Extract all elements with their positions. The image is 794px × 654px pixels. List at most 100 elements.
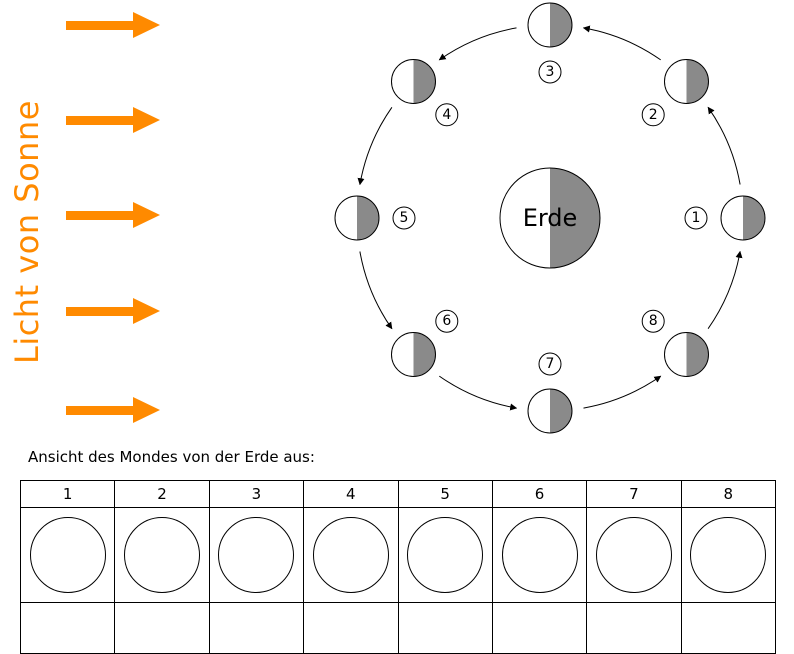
table-circle-cell [586,507,682,603]
moon-view-circle [690,517,767,593]
sun-ray-arrowhead-icon [133,298,160,324]
sun-ray-arrow [66,298,160,324]
moon-shaded-half [357,196,379,240]
table-header-cell: 3 [208,480,305,508]
table-header-cell: 6 [491,480,588,508]
orbit-arrow [582,25,661,61]
sun-ray-arrowhead-icon [133,107,160,133]
table-header-cell: 5 [397,480,493,508]
moon-number-label: 3 [546,64,555,80]
moon-position-1: 1 [684,195,766,241]
moon-number-label: 7 [546,356,555,372]
table-header-row: 1 2 3 4 5 6 7 8 [19,480,777,508]
table-answer-cell [397,602,493,654]
moon-view-circle [218,517,295,593]
table-header-cell: 2 [114,480,210,508]
sun-ray-arrow [66,397,160,423]
moon-number-badge [538,60,562,84]
table-circle-row [19,507,777,603]
moon-number-label: 5 [400,210,409,226]
orbit-arrow [707,106,741,185]
sun-ray-arrow [66,12,160,38]
table-answer-cell [208,602,305,654]
moon-circle [527,2,573,48]
sun-ray-shaft [66,115,133,125]
orbit-arrow [438,27,517,61]
table-answer-cell [114,602,210,654]
moon-circle [527,388,573,434]
table-circle-cell [208,507,305,603]
earth-label: Erde [523,204,578,232]
sun-ray-arrowhead-icon [133,12,160,38]
moon-position-8: 8 [641,309,709,377]
moon-number-badge [684,206,708,230]
moon-circle [720,195,766,241]
sun-ray-arrowhead-icon [133,397,160,423]
table-circle-cell [303,507,399,603]
table-answer-cell [19,602,116,654]
moon-shaded-half [686,59,709,104]
moon-number-badge [435,103,459,127]
sun-ray-shaft [66,20,133,30]
sun-ray-arrow [66,107,160,133]
moon-number-label: 8 [649,313,658,329]
moon-number-badge [392,206,416,230]
moon-circle [664,332,709,377]
table-circle-cell [397,507,493,603]
table-answer-row [19,602,777,654]
table-circle-cell [114,507,210,603]
moon-shaded-half [550,3,572,47]
moon-position-4: 4 [391,59,459,127]
sun-ray-arrowhead-icon [133,202,160,228]
orbit-arrow [439,375,518,411]
moon-number-label: 6 [442,313,451,329]
moon-position-2: 2 [641,59,709,127]
moon-view-table: 1 2 3 4 5 6 7 8 [19,480,777,654]
moon-view-circle [124,517,201,593]
moon-position-3: 3 [527,2,573,84]
table-answer-cell [491,602,588,654]
moon-view-circle [501,517,578,593]
moon-number-badge [641,103,665,127]
moon-shaded-half [413,59,436,104]
table-header-cell: 4 [303,480,399,508]
moon-number-badge [641,309,665,333]
table-answer-cell [680,602,777,654]
moon-number-label: 2 [649,107,658,123]
table-circle-cell [19,507,116,603]
moon-circle [391,59,436,104]
table-header-cell: 7 [586,480,682,508]
moon-circle [391,332,436,377]
moon-shaded-half [743,196,765,240]
table-header-cell: 1 [19,480,116,508]
sun-ray-shaft [66,210,133,220]
moon-view-circle [312,517,389,593]
sun-ray-shaft [66,306,133,316]
moon-shaded-half [550,389,572,433]
moon-position-5: 5 [334,195,416,241]
moon-number-badge [538,352,562,376]
orbit-arrow [359,251,393,330]
table-circle-cell [491,507,588,603]
moon-view-circle [595,517,672,593]
moon-number-badge [435,309,459,333]
moon-shaded-half [413,332,436,377]
moon-circle [334,195,380,241]
table-answer-cell [586,602,682,654]
moon-view-circle [29,517,106,593]
moon-shaded-half [686,332,709,377]
table-circle-cell [680,507,777,603]
moon-orbit-diagram: Erde 1 2 3 4 5 6 7 8 [334,2,766,434]
moon-number-label: 1 [692,210,701,226]
table-header-cell: 8 [680,480,777,508]
sun-ray-shaft [66,405,133,415]
orbit-arrow [583,375,662,409]
earth: Erde [499,167,601,269]
moon-position-6: 6 [391,309,459,377]
orbit-arrow [357,107,393,186]
table-caption: Ansicht des Mondes von der Erde aus: [28,448,315,466]
earth-shaded-half [550,168,600,268]
sun-ray-arrow [66,202,160,228]
table-answer-cell [303,602,399,654]
